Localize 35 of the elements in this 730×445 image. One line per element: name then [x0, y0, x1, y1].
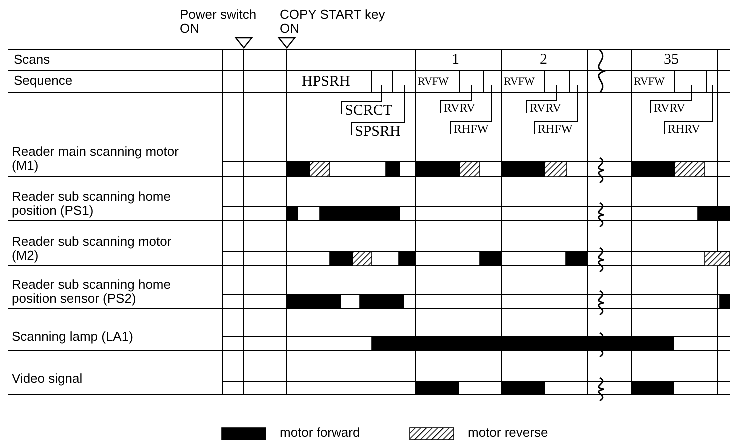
sequence-label: SCRCT	[345, 103, 393, 120]
sequence-label: RHFW	[538, 123, 573, 136]
row-heading: Sequence	[14, 74, 73, 88]
sequence-label: RVRV	[530, 102, 562, 116]
legend-label: motor reverse	[468, 426, 548, 440]
scan-number: 2	[540, 52, 548, 68]
leader-line	[342, 84, 382, 114]
scan-number: 35	[664, 52, 679, 68]
legend-label: motor forward	[280, 426, 360, 440]
leader-line	[352, 84, 406, 136]
leader-line	[664, 84, 714, 134]
scan-number: 1	[452, 52, 460, 68]
signal-name: Reader sub scanning motor (M2)	[12, 235, 173, 264]
sequence-label: RVRV	[654, 102, 686, 116]
sequence-label: RVFW	[418, 76, 449, 88]
leader-line	[450, 84, 492, 134]
signal-name: Reader sub scanning home position (PS1)	[12, 190, 172, 219]
event-label: Power switch ON	[180, 8, 258, 37]
sequence-label: RHFW	[454, 123, 489, 136]
signal-name: Reader main scanning motor (M1)	[12, 145, 180, 174]
sequence-label: HPSRH	[302, 74, 350, 90]
sequence-label: RVFW	[634, 76, 665, 88]
sequence-label: RHRV	[668, 123, 700, 136]
leader-line	[440, 84, 472, 114]
sequence-label: SPSRH	[355, 124, 401, 140]
leader-line	[526, 84, 558, 114]
signal-name: Video signal	[12, 372, 84, 386]
leader-line	[650, 84, 692, 114]
row-heading: Scans	[14, 53, 50, 68]
event-label: COPY START key ON	[280, 8, 386, 37]
signal-name: Reader sub scanning home position sensor (PS2)	[12, 278, 172, 307]
leader-line	[534, 84, 578, 134]
signal-name: Scanning lamp (LA1)	[12, 330, 134, 344]
sequence-label: RVFW	[504, 76, 535, 88]
sequence-label: RVRV	[444, 102, 476, 116]
